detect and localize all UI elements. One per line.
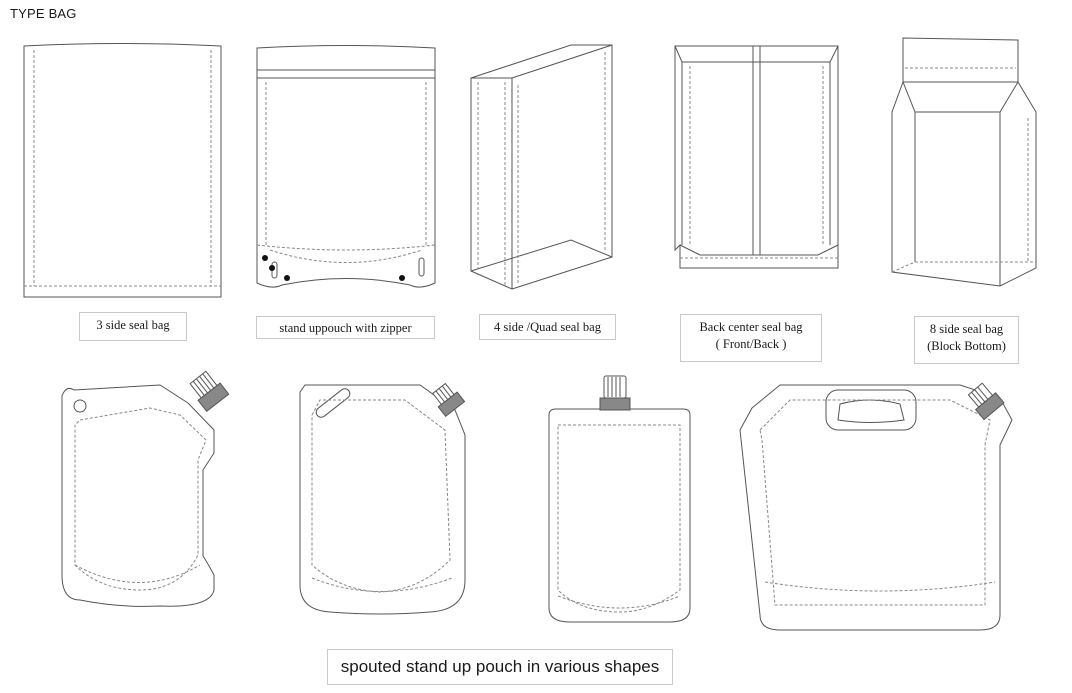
three-side-seal-bag-drawing xyxy=(23,43,222,298)
quad-seal-bag-drawing xyxy=(470,44,613,290)
spouted-pouch-handle-drawing xyxy=(299,382,466,615)
spouted-pouch-corner-drawing xyxy=(61,370,230,607)
spouted-pouch-center-drawing xyxy=(548,375,691,623)
label-back-center-seal: Back center seal bag ( Front/Back ) xyxy=(680,314,822,362)
label-stand-up-pouch-zipper: stand uppouch with zipper xyxy=(256,316,435,339)
eight-side-seal-bag-drawing xyxy=(891,37,1037,287)
label-quad-seal: 4 side /Quad seal bag xyxy=(479,314,616,340)
label-eight-side-seal: 8 side seal bag (Block Bottom) xyxy=(914,316,1019,364)
spouted-pouch-caption: spouted stand up pouch in various shapes xyxy=(327,649,673,685)
spouted-jerry-can-drawing xyxy=(739,382,1013,631)
page-title: TYPE BAG xyxy=(10,6,77,21)
back-center-seal-bag-drawing xyxy=(674,45,839,269)
stand-up-pouch-zipper-drawing xyxy=(256,45,436,288)
label-three-side-seal: 3 side seal bag xyxy=(79,312,187,341)
